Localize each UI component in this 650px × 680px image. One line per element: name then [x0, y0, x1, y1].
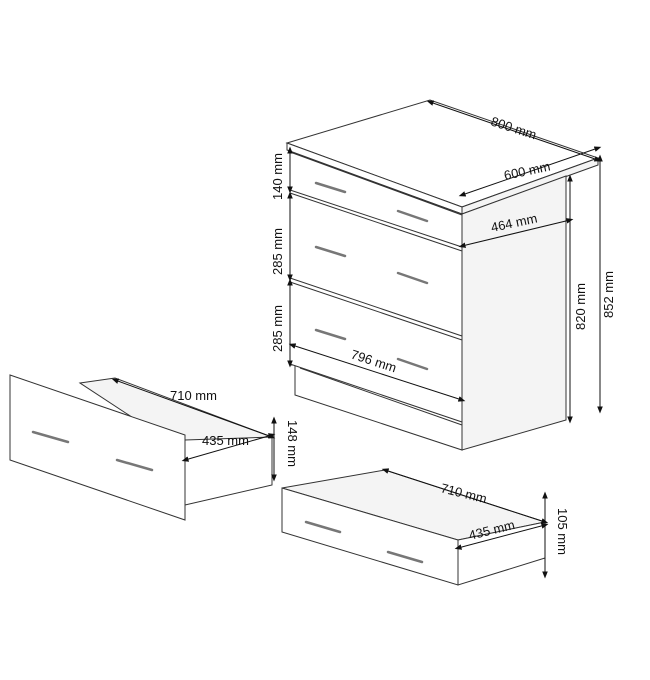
drawer-handles: [314, 181, 429, 371]
dim-710-left: 710 mm: [170, 388, 217, 403]
dim-105: 105 mm: [555, 508, 570, 555]
dim-852: 852 mm: [601, 271, 616, 318]
small-drawer-handles: [304, 520, 424, 564]
dim-285-b: 285 mm: [270, 305, 285, 352]
dim-285-a: 285 mm: [270, 228, 285, 275]
dimension-lines: [111, 100, 603, 579]
cabinet: [285, 99, 600, 451]
large-drawer-handles: [31, 430, 154, 472]
dim-435-left: 435 mm: [202, 433, 249, 448]
dim-140: 140 mm: [270, 153, 285, 200]
dim-820: 820 mm: [573, 283, 588, 330]
dim-148: 148 mm: [285, 420, 300, 467]
